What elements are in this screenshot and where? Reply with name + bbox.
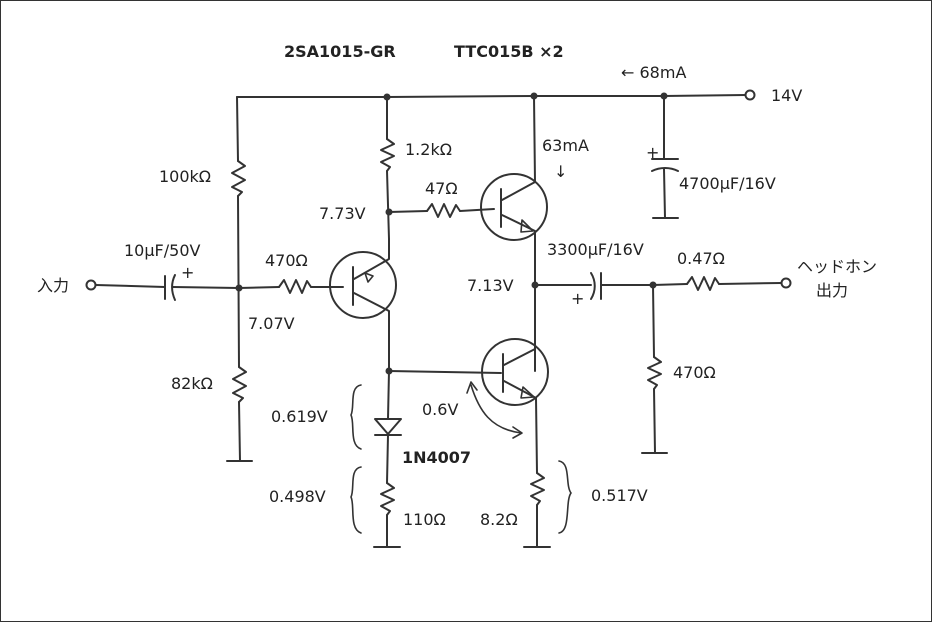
r1k2-label: 1.2kΩ xyxy=(405,140,452,159)
supply-cap-wire-bottom xyxy=(663,168,666,219)
diode-label: 1N4007 xyxy=(402,448,471,467)
r100k-label: 100kΩ xyxy=(159,167,211,186)
vbe-arrowhead-top xyxy=(466,381,478,394)
v06-label: 0.6V xyxy=(422,400,458,419)
pnp-transistor xyxy=(329,251,397,319)
r8r2-label: 8.2Ω xyxy=(480,510,518,529)
supply-capacitor xyxy=(651,158,679,172)
bracket-0498 xyxy=(350,466,362,534)
supply-voltage-label: 14V xyxy=(771,86,802,105)
input-capacitor xyxy=(164,274,176,301)
cap-input-label: 10μF/50V xyxy=(124,241,200,260)
upper-npn-transistor xyxy=(480,173,548,241)
pnp-collector xyxy=(353,292,390,372)
v0619-label: 0.619V xyxy=(271,407,328,426)
supply-cap-plus: + xyxy=(646,143,659,162)
pnp-arrow xyxy=(364,272,374,283)
resistor-470-load xyxy=(647,356,662,390)
r47-label: 47Ω xyxy=(425,179,458,198)
r470-load-label: 470Ω xyxy=(673,363,716,382)
lower-npn-collector xyxy=(503,284,536,366)
input-wire-2 xyxy=(172,286,240,289)
output-capacitor xyxy=(590,272,602,300)
bracket-0619 xyxy=(350,384,362,450)
v707-label: 7.07V xyxy=(248,314,295,333)
r82k-label: 82kΩ xyxy=(171,374,213,393)
r110-label: 110Ω xyxy=(403,510,446,529)
resistor-1k2 xyxy=(380,138,395,172)
input-wire xyxy=(95,284,166,288)
bias-wire-bottom xyxy=(238,401,241,462)
v713-label: 7.13V xyxy=(467,276,514,295)
supply-current-label: ← 68mA xyxy=(621,63,686,82)
v0498-label: 0.498V xyxy=(269,487,326,506)
bracket-0517 xyxy=(558,460,572,534)
resistor-8r2 xyxy=(530,472,545,506)
resistor-110 xyxy=(380,482,395,516)
resistor-0r47 xyxy=(686,276,720,291)
lower-npn-emitter xyxy=(503,380,538,474)
lower-base-wire xyxy=(388,370,502,374)
upper-base-wire xyxy=(459,208,495,212)
input-terminal xyxy=(85,279,97,291)
diode-wire-top xyxy=(387,370,390,420)
base-wire-left xyxy=(238,286,280,289)
r470-input-label: 470Ω xyxy=(265,251,308,270)
collector-wire-mid xyxy=(386,170,390,240)
resistor-100k xyxy=(231,160,246,197)
load-wire-bottom xyxy=(653,388,656,454)
load-wire-top xyxy=(652,284,655,358)
headphone-terminal xyxy=(780,277,792,289)
resistor-47 xyxy=(426,203,461,218)
input-label: 入力 xyxy=(37,276,69,295)
supply-rail xyxy=(236,94,747,98)
output-wire-4 xyxy=(718,282,782,285)
diode-wire-bottom xyxy=(386,434,389,484)
r047-label: 0.47Ω xyxy=(677,249,725,268)
current-63-arrow: ↓ xyxy=(554,162,567,181)
cap-output-label: 3300μF/16V xyxy=(547,240,644,259)
output-wire-3 xyxy=(652,283,688,286)
vbe-arrowhead-bottom xyxy=(512,426,523,439)
v0517-label: 0.517V xyxy=(591,486,648,505)
npn-part-label: TTC015B ×2 xyxy=(454,42,564,61)
v773-label: 7.73V xyxy=(319,204,366,223)
supply-terminal xyxy=(744,89,756,101)
bias-wire-mid xyxy=(237,195,240,368)
headphone-label-line2: 出力 xyxy=(816,281,848,300)
cap-input-plus: + xyxy=(181,263,194,282)
bias-wire-top xyxy=(236,96,239,162)
headphone-label-line1: ヘッドホン xyxy=(797,257,877,276)
upper-npn-arrow xyxy=(520,219,534,233)
cap-output-plus: + xyxy=(571,289,584,308)
upper-npn-collector xyxy=(501,95,536,201)
current-63-label: 63mA xyxy=(542,136,589,155)
diode-1n4007 xyxy=(374,418,402,436)
resistor-470-input xyxy=(278,279,312,294)
resistor-82k xyxy=(232,366,247,403)
pnp-part-label: 2SA1015-GR xyxy=(284,42,396,61)
node773-wire xyxy=(388,210,428,213)
pnp-emitter xyxy=(353,238,390,280)
lower-npn-arrow xyxy=(520,386,535,399)
supply-cap-label: 4700μF/16V xyxy=(679,174,776,193)
vbe-arrow xyxy=(470,384,522,434)
